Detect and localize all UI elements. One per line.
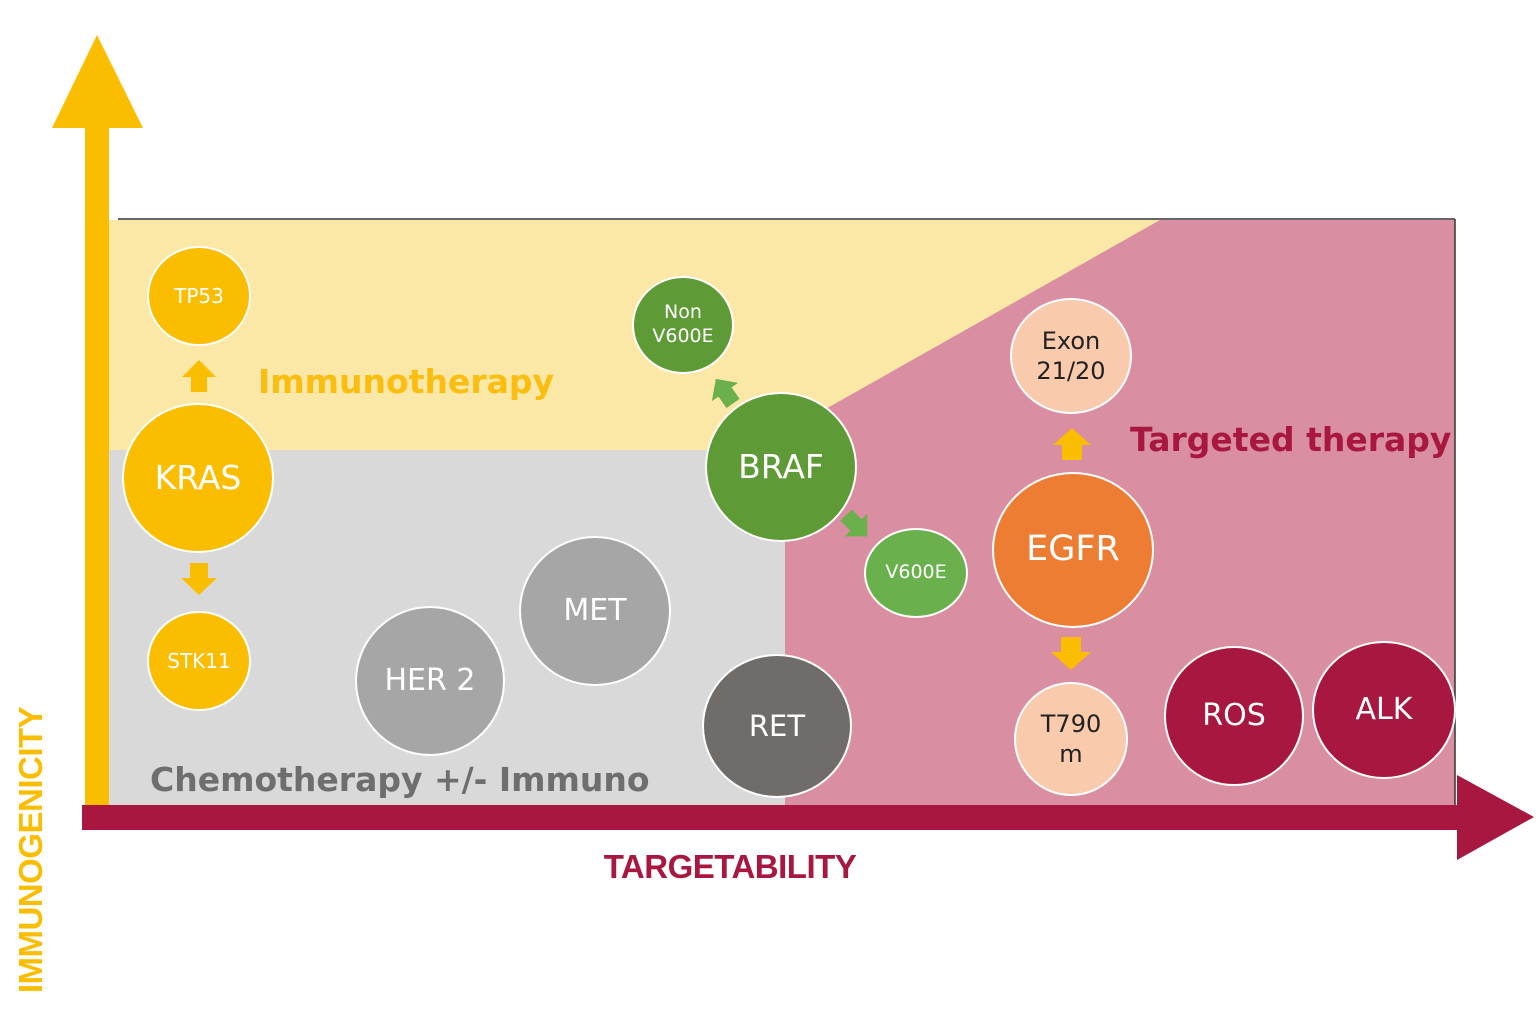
node-t790m: T790 m — [1014, 682, 1128, 796]
node-her2-label: HER 2 — [384, 663, 476, 699]
node-non-v600e-label-2: V600E — [652, 325, 714, 347]
node-braf-label: BRAF — [738, 447, 824, 487]
node-kras-label: KRAS — [154, 458, 242, 498]
node-v600e-label: V600E — [885, 561, 947, 584]
node-braf: BRAF — [705, 392, 857, 542]
y-axis-title: IMMUNOGENICITY — [12, 706, 49, 994]
node-stk11: STK11 — [147, 611, 251, 711]
node-tp53-label: TP53 — [174, 283, 224, 308]
node-t790m-label-1: T790 — [1040, 710, 1102, 738]
y-axis-shaft — [85, 120, 109, 810]
x-axis-title: TARGETABILITY — [603, 848, 857, 885]
node-met: MET — [519, 536, 671, 686]
arrow-kras-to-tp53 — [182, 360, 216, 392]
node-exon-label-2: 21/20 — [1036, 357, 1106, 385]
x-axis-arrowhead — [1457, 775, 1534, 860]
node-kras: KRAS — [122, 403, 274, 553]
node-t790m-label-2: m — [1059, 740, 1083, 768]
x-axis-shaft — [82, 805, 1467, 830]
node-ret-label: RET — [748, 708, 806, 743]
arrow-braf-to-nonv600e — [711, 378, 740, 409]
node-non-v600e: Non V600E — [632, 276, 734, 374]
y-axis-arrowhead — [52, 35, 143, 128]
node-stk11-label: STK11 — [167, 648, 231, 673]
node-exon-21-20: Exon 21/20 — [1010, 298, 1132, 414]
arrow-kras-to-stk11 — [181, 563, 217, 595]
node-tp53: TP53 — [147, 246, 251, 346]
immunotherapy-label: Immunotherapy — [258, 362, 555, 401]
chemotherapy-label: Chemotherapy +/- Immuno — [150, 760, 650, 799]
arrow-egfr-to-t790m — [1051, 637, 1091, 670]
node-alk-label: ALK — [1355, 692, 1413, 728]
node-ros-label: ROS — [1202, 698, 1266, 734]
node-egfr-label: EGFR — [1026, 529, 1120, 570]
node-v600e: V600E — [864, 528, 968, 618]
node-met-label: MET — [563, 593, 627, 629]
node-her2: HER 2 — [355, 606, 505, 756]
node-ret: RET — [702, 654, 852, 798]
node-exon-label-1: Exon — [1041, 327, 1101, 355]
node-egfr: EGFR — [992, 472, 1154, 628]
node-ros: ROS — [1164, 646, 1304, 786]
arrow-braf-to-v600e — [840, 509, 868, 537]
node-alk: ALK — [1312, 641, 1456, 779]
targeted-therapy-label: Targeted therapy — [1130, 420, 1452, 459]
node-non-v600e-label-1: Non — [664, 301, 702, 324]
arrow-egfr-to-exon — [1053, 428, 1091, 460]
